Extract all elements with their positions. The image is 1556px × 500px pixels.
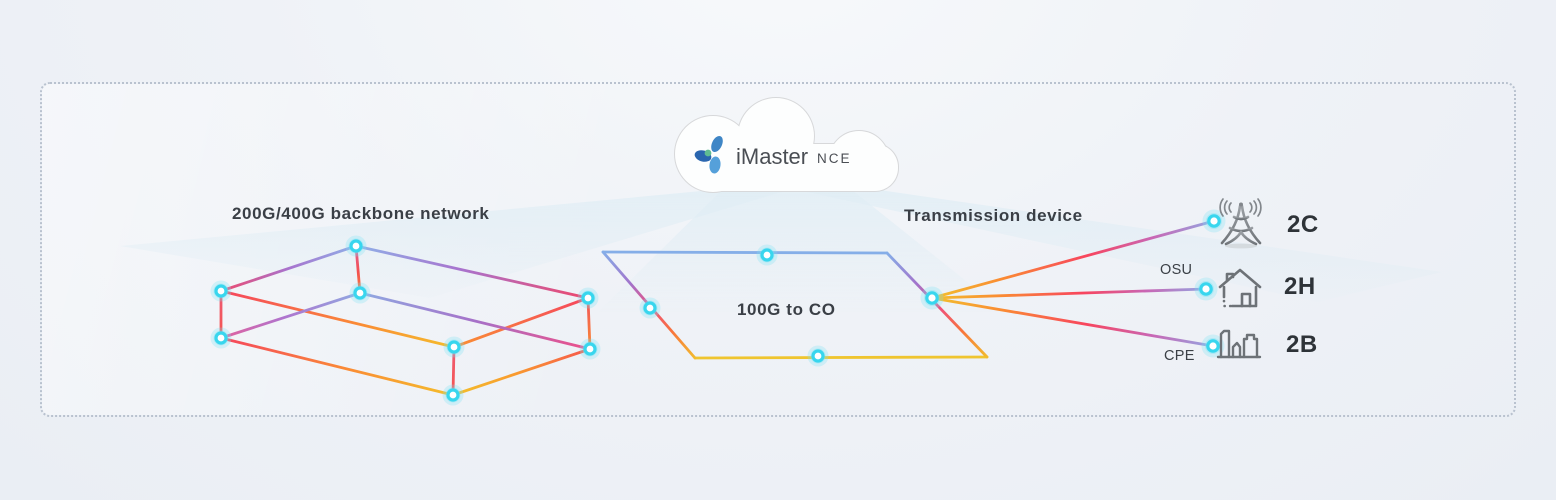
metro-ring xyxy=(601,250,989,360)
imaster-logo-icon xyxy=(694,136,723,174)
backbone-link xyxy=(452,296,590,349)
network-node xyxy=(577,287,599,309)
nce-cloud: iMaster NCE xyxy=(674,97,899,193)
cloud-product-text: NCE xyxy=(817,151,852,166)
access-links xyxy=(930,219,1216,348)
network-node xyxy=(1202,209,1226,233)
city-buildings-icon xyxy=(1216,329,1262,359)
house-icon xyxy=(1218,268,1262,308)
network-node xyxy=(920,286,944,310)
network-node xyxy=(210,280,232,302)
network-node xyxy=(210,327,232,349)
osu-device-label: OSU xyxy=(1160,262,1193,278)
endpoint-label-2c: 2C xyxy=(1287,211,1319,238)
backbone-link xyxy=(219,244,358,293)
backbone-link xyxy=(354,244,362,295)
access-link xyxy=(930,287,1208,300)
backbone-link xyxy=(451,347,592,397)
access-link xyxy=(930,296,1215,348)
access-link xyxy=(930,219,1216,300)
cloud-icon xyxy=(674,97,899,193)
network-node xyxy=(1194,277,1218,301)
network-node xyxy=(1201,334,1225,358)
backbone-link xyxy=(219,336,455,397)
metro-link xyxy=(885,251,989,359)
backbone-link xyxy=(219,289,456,349)
network-node xyxy=(579,338,601,360)
co-ring-label: 100G to CO xyxy=(737,300,836,319)
endpoint-label-2b: 2B xyxy=(1286,331,1318,358)
backbone-link xyxy=(219,291,362,340)
network-node xyxy=(807,345,829,367)
backbone-mesh xyxy=(219,244,592,397)
network-node xyxy=(639,297,661,319)
network-node xyxy=(345,235,367,257)
radio-tower-icon xyxy=(1219,198,1262,249)
backbone-link xyxy=(358,291,592,351)
backbone-link xyxy=(354,244,590,300)
light-beam xyxy=(598,190,1005,312)
backbone-link xyxy=(451,345,456,397)
backbone-link xyxy=(586,296,592,351)
backbone-network-label: 200G/400G backbone network xyxy=(232,204,490,223)
metro-link xyxy=(693,355,989,360)
network-node xyxy=(756,244,778,266)
network-node xyxy=(442,384,464,406)
network-nodes xyxy=(210,209,1226,406)
transmission-device-label: Transmission device xyxy=(904,206,1083,225)
light-beam xyxy=(120,190,788,298)
network-node xyxy=(443,336,465,358)
metro-link xyxy=(601,250,889,255)
cpe-device-label: CPE xyxy=(1164,348,1195,364)
network-node xyxy=(349,282,371,304)
endpoint-label-2h: 2H xyxy=(1284,273,1316,300)
cloud-brand-text: iMaster xyxy=(736,144,808,169)
